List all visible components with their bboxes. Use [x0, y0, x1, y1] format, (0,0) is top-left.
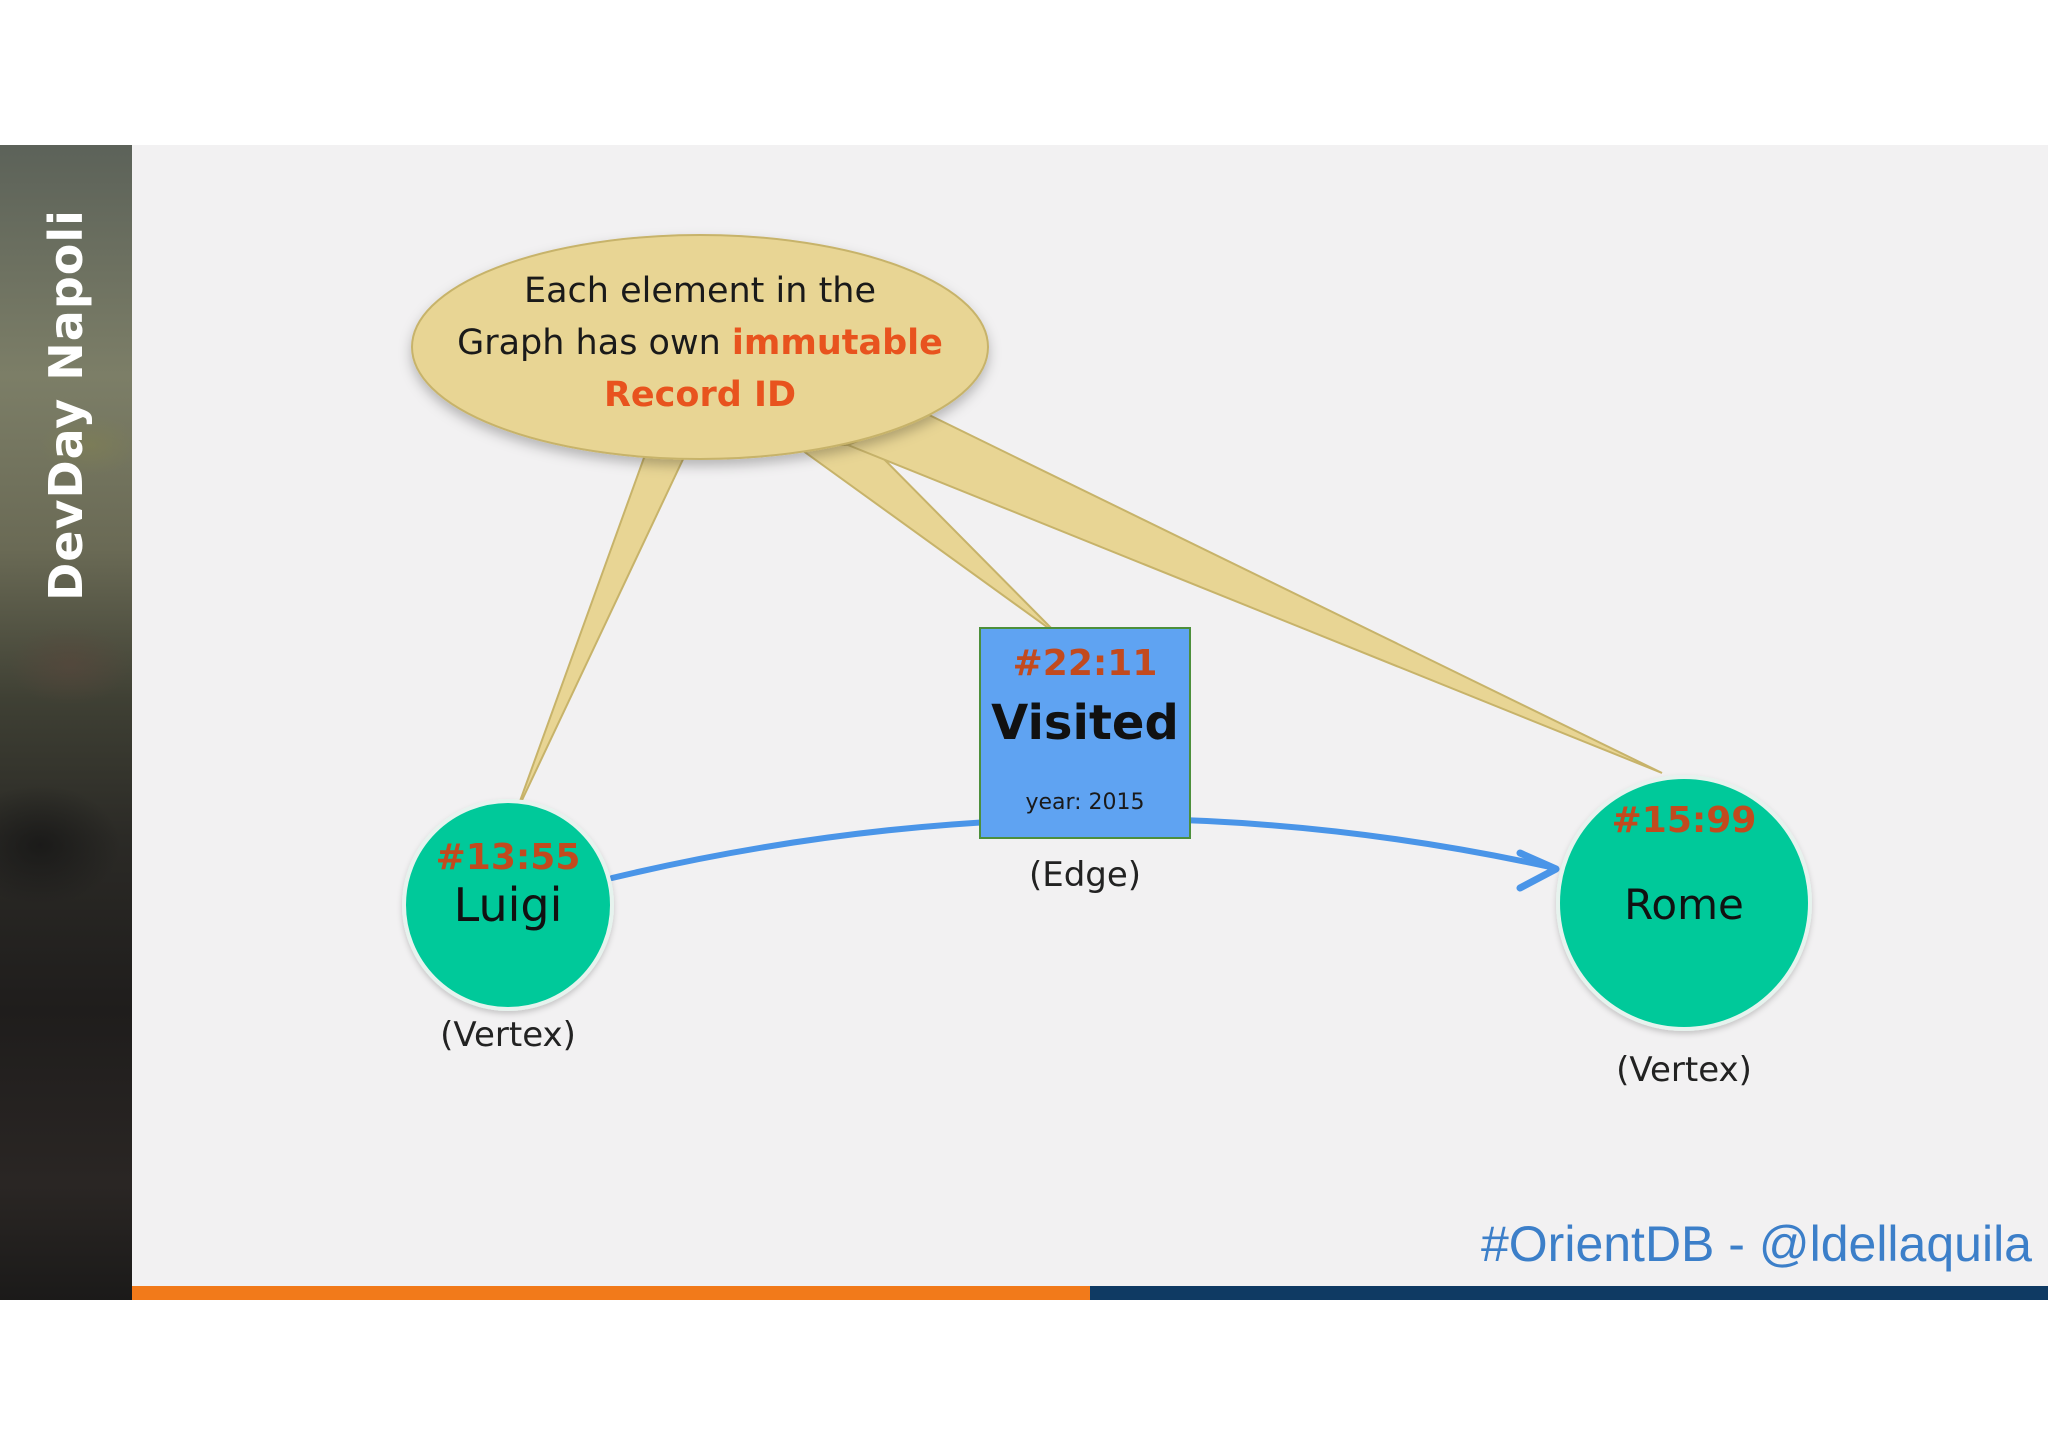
vertex-luigi-record-id: #13:55 [435, 837, 581, 878]
callout-line-2: Graph has own immutable [440, 317, 960, 369]
vertex-luigi-name: Luigi [453, 878, 563, 932]
vertex-rome-record-id: #15:99 [1611, 800, 1757, 841]
edge-name: Visited [991, 695, 1179, 751]
callout-highlight-immutable: immutable [731, 323, 943, 363]
vertex-luigi-caption: (Vertex) [440, 1015, 576, 1055]
vertex-rome-caption: (Vertex) [1616, 1050, 1752, 1090]
callout-line-1: Each element in the [523, 271, 877, 311]
callout-bubble [411, 234, 989, 460]
footer-handle: #OrientDB - @ldellaquila [1480, 1216, 2032, 1272]
edge-visited-box [979, 627, 1191, 839]
slide: DevDay Napoli Each element in the Graph … [0, 145, 2048, 1300]
callout-text: Each element in the Graph has own immuta… [440, 265, 960, 421]
vertex-rome-circle [1556, 775, 1812, 1031]
vertex-rome-name: Rome [1624, 880, 1744, 929]
edge-property: year: 2015 [1025, 790, 1145, 815]
sidebar-photo-panel: DevDay Napoli [0, 145, 132, 1300]
edge-record-id: #22:11 [1012, 643, 1158, 684]
vertex-luigi-circle [402, 799, 614, 1011]
callout-highlight-record-id: Record ID [603, 375, 797, 415]
footer-bar-navy [1090, 1286, 2048, 1300]
callout-line-2-text: Graph has own [457, 323, 732, 363]
callout-pointer-rome [845, 411, 1663, 774]
edge-arrowhead [1516, 849, 1560, 892]
edge-caption: (Edge) [1028, 855, 1142, 895]
callout-pointer-luigi [514, 454, 687, 816]
footer-bar-orange [132, 1286, 1090, 1300]
